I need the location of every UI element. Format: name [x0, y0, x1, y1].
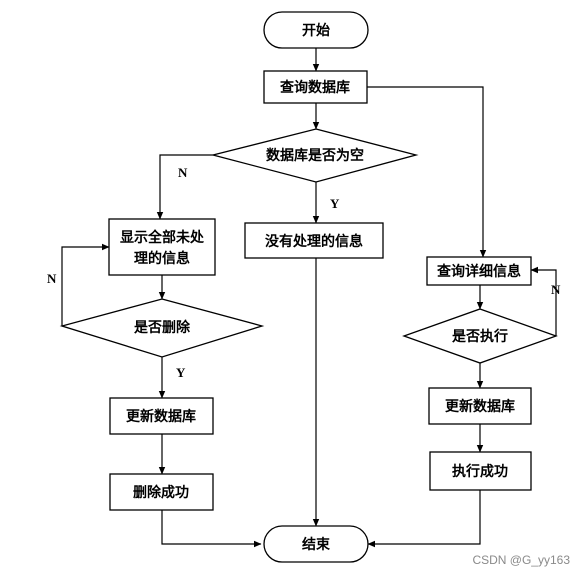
execute-label: 是否执行 — [452, 328, 508, 345]
node-db-empty-decision: 数据库是否为空 — [212, 128, 419, 183]
start-terminator — [263, 11, 369, 49]
delete-success-box — [109, 473, 214, 511]
node-end: 结束 — [263, 525, 369, 563]
node-execute-decision: 是否执行 — [402, 308, 558, 364]
query-db-label: 查询数据库 — [280, 79, 350, 96]
query-detail-box — [426, 256, 532, 286]
delete-diamond — [59, 298, 265, 358]
query-detail-label: 查询详细信息 — [437, 263, 521, 280]
label-db-empty-yes: Y — [330, 196, 340, 211]
label-execute-no: N — [551, 282, 561, 297]
edge-decision-no — [156, 154, 213, 220]
node-query-db: 查询数据库 — [263, 70, 368, 104]
edge-labels: N Y N Y N — [47, 165, 561, 380]
db-empty-label: 数据库是否为空 — [266, 147, 364, 164]
execute-success-label: 执行成功 — [452, 463, 508, 480]
db-empty-diamond — [212, 128, 419, 183]
node-delete-success: 删除成功 — [109, 473, 214, 511]
end-terminator — [263, 525, 369, 563]
edge-delete-no-loop — [61, 243, 110, 326]
start-label: 开始 — [302, 22, 330, 39]
execute-success-box — [429, 451, 532, 491]
no-unprocessed-label: 没有处理的信息 — [265, 233, 363, 250]
node-start: 开始 — [263, 11, 369, 49]
edge-query-to-detail — [367, 86, 487, 258]
edge-execsuccess-to-end — [367, 490, 481, 548]
label-delete-yes: Y — [176, 365, 186, 380]
label-db-empty-no: N — [178, 165, 188, 180]
show-unprocessed-label-line2: 理的信息 — [134, 250, 190, 267]
node-delete-decision: 是否删除 — [59, 298, 265, 358]
node-update-db-left: 更新数据库 — [109, 397, 214, 435]
update-db-left-box — [109, 397, 214, 435]
show-unprocessed-label-line1: 显示全部未处 — [120, 229, 205, 246]
update-db-right-box — [428, 387, 532, 425]
node-no-unprocessed: 没有处理的信息 — [244, 222, 384, 259]
update-db-left-label: 更新数据库 — [126, 408, 196, 425]
edges — [61, 48, 557, 548]
node-update-db-right: 更新数据库 — [428, 387, 532, 425]
edge-execute-no-loop — [530, 266, 557, 336]
no-unprocessed-box — [244, 222, 384, 259]
watermark-text: CSDN @G_yy163 — [472, 553, 570, 567]
delete-success-label: 删除成功 — [133, 484, 189, 501]
node-show-unprocessed: 显示全部未处 理的信息 — [108, 218, 216, 276]
show-unprocessed-box — [108, 218, 216, 276]
query-db-box — [263, 70, 368, 104]
update-db-right-label: 更新数据库 — [445, 398, 515, 415]
end-label: 结束 — [302, 536, 331, 553]
node-execute-success: 执行成功 — [429, 451, 532, 491]
execute-diamond — [402, 308, 558, 364]
edge-success-to-end — [161, 510, 262, 548]
node-query-detail: 查询详细信息 — [426, 256, 532, 286]
delete-label: 是否删除 — [134, 319, 191, 336]
label-delete-no: N — [47, 271, 57, 286]
